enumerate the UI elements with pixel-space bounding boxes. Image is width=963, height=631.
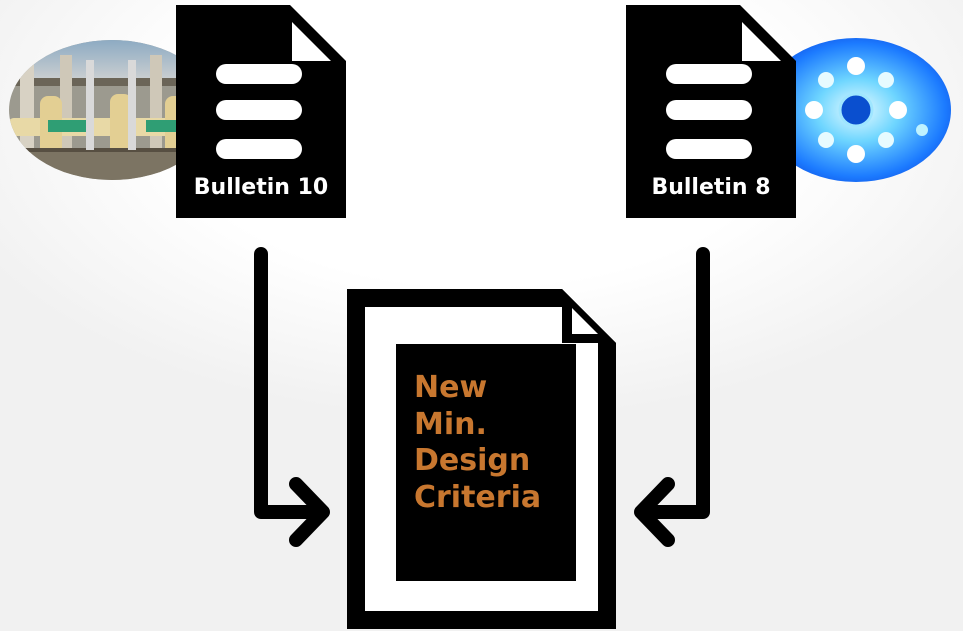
text-line-3 [666,139,752,159]
text-line-3 [216,139,302,159]
title-line-min: Min. [414,406,487,442]
bulletin-8-document-icon [626,5,796,218]
result-document-title: New Min. Design Criteria [414,370,579,516]
right-flow-arrow [634,247,710,547]
title-line-new: New [414,370,488,405]
bulletin-10-label: Bulletin 10 [193,175,329,200]
result-document-icon [347,289,616,629]
text-line-2 [666,100,752,120]
text-line-2 [216,100,302,120]
text-line-1 [216,64,302,84]
bulletin-8-label: Bulletin 8 [651,175,771,200]
result-document-panel [396,344,576,581]
left-flow-arrow [254,247,330,547]
text-line-1 [666,64,752,84]
title-line-criteria: Criteria [414,479,542,515]
bulletin-10-document-icon [176,5,346,218]
title-line-design: Design [414,443,531,478]
